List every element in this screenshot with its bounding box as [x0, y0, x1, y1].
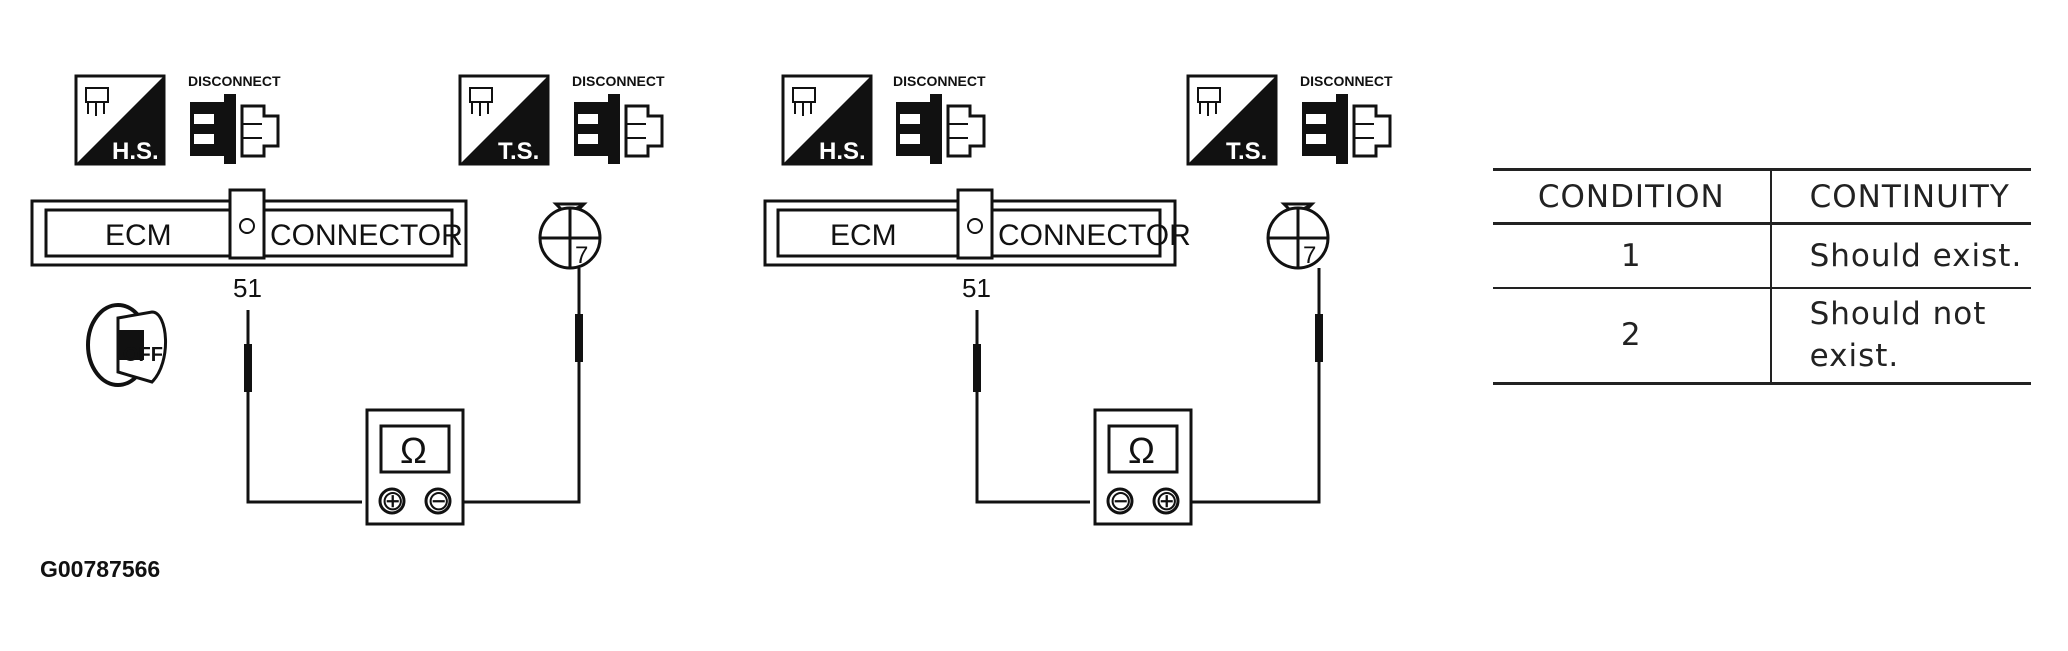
negative-terminal: ⊖ [1109, 485, 1132, 516]
ignition-off-label: OFF [123, 344, 163, 366]
left-panel: H.S. DISCONNECT T.S. DISCONNECT ECM CONN… [30, 73, 665, 526]
probe-wire [973, 268, 1323, 504]
continuity-cell: Should not exist. [1809, 296, 1987, 375]
disconnect-label: DISCONNECT [188, 73, 281, 89]
positive-terminal: ⊕ [381, 485, 404, 516]
table-row: 2 Should not exist. [1493, 287, 2031, 384]
ohm-symbol: Ω [400, 430, 427, 471]
ecm-connector: ECM CONNECTOR [30, 188, 468, 267]
condition-cell: 2 [1493, 287, 1772, 384]
terminal-side-label: T.S. [498, 138, 539, 165]
disconnect-label: DISCONNECT [893, 73, 986, 89]
ecm-label: ECM [105, 219, 172, 252]
terminal-side-icon: T.S. [458, 74, 550, 166]
condition-header: CONDITION [1493, 169, 1772, 224]
disconnect-icon [188, 92, 280, 166]
negative-terminal: ⊖ [427, 485, 450, 516]
continuity-cell: Should exist. [1809, 237, 2023, 274]
ecm-terminal-number: 51 [233, 273, 262, 303]
sensor-terminal-number: 7 [575, 242, 588, 269]
connector-label: CONNECTOR [270, 219, 463, 252]
sensor-terminal-number: 7 [1303, 242, 1316, 269]
figure-id: G00787566 [40, 556, 161, 582]
ecm-label: ECM [830, 219, 897, 252]
ohm-symbol: Ω [1128, 430, 1155, 471]
terminal-side-label: T.S. [1226, 138, 1267, 165]
harness-side-label: H.S. [112, 138, 159, 165]
harness-side-icon: H.S. [781, 74, 873, 166]
disconnect-label: DISCONNECT [572, 73, 665, 89]
ignition-key-icon: OFF [86, 303, 167, 387]
sensor-connector: 7 [538, 202, 602, 270]
positive-terminal: ⊕ [1155, 485, 1178, 516]
terminal-side-icon: T.S. [1186, 74, 1278, 166]
ohmmeter: Ω ⊕ ⊖ [365, 408, 465, 526]
table-row: 1 Should exist. [1493, 223, 2031, 288]
disconnect-icon [1300, 92, 1392, 166]
disconnect-icon [894, 92, 986, 166]
right-panel: H.S. DISCONNECT T.S. DISCONNECT ECM CONN… [763, 73, 1393, 526]
table-header-row: CONDITION CONTINUITY [1493, 169, 2031, 224]
ohmmeter: Ω ⊖ ⊕ [1093, 408, 1193, 526]
ecm-terminal-number: 51 [962, 273, 991, 303]
probe-wire [244, 268, 583, 504]
harness-side-icon: H.S. [74, 74, 166, 166]
continuity-table: CONDITION CONTINUITY 1 Should exist. 2 S… [1493, 168, 2031, 385]
ecm-connector: ECM CONNECTOR [763, 188, 1191, 267]
harness-side-label: H.S. [819, 138, 866, 165]
disconnect-label: DISCONNECT [1300, 73, 1393, 89]
condition-cell: 1 [1493, 223, 1772, 288]
sensor-connector: 7 [1266, 202, 1330, 270]
disconnect-icon [572, 92, 664, 166]
connector-label: CONNECTOR [998, 219, 1191, 252]
continuity-header: CONTINUITY [1809, 178, 2010, 215]
